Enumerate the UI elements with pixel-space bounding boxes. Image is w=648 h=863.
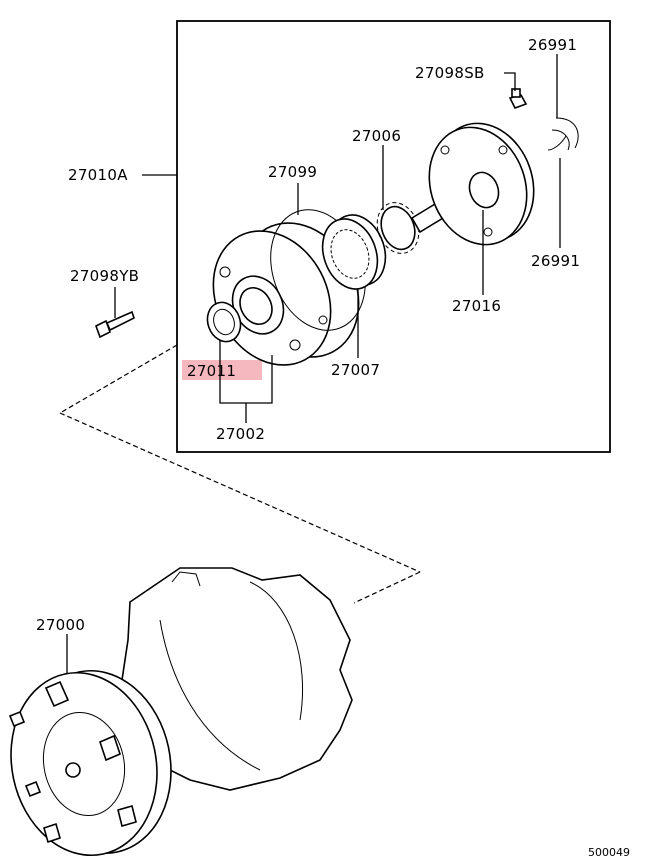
snap-ring-26991-part[interactable]	[547, 117, 579, 151]
gear-set-part[interactable]	[313, 207, 394, 296]
label-26991-top: 26991	[528, 36, 577, 54]
label-27010A: 27010A	[68, 166, 128, 184]
dashed-connectors	[59, 344, 421, 604]
bolt-27098SB-part[interactable]	[508, 88, 528, 109]
label-26991-right: 26991	[531, 252, 580, 270]
drive-gear-part[interactable]	[370, 197, 425, 260]
label-27006: 27006	[352, 127, 401, 145]
highlight-27011	[182, 360, 262, 380]
label-27099: 27099	[268, 163, 317, 181]
label-27016: 27016	[452, 297, 501, 315]
diagram-code: 500049	[588, 846, 630, 859]
label-27011: 27011	[187, 362, 236, 380]
label-27002: 27002	[216, 425, 265, 443]
assembly-frame	[176, 20, 611, 453]
stator-shaft-part[interactable]	[410, 110, 550, 259]
torque-converter-part[interactable]	[0, 657, 188, 863]
label-27098SB: 27098SB	[415, 64, 485, 82]
label-27098YB: 27098YB	[70, 267, 139, 285]
transmission-case-part[interactable]	[121, 567, 353, 791]
oil-seal-part[interactable]	[202, 298, 246, 347]
label-27000: 27000	[36, 616, 85, 634]
label-27007: 27007	[331, 361, 380, 379]
bolt-27098YB-part[interactable]	[95, 310, 135, 339]
